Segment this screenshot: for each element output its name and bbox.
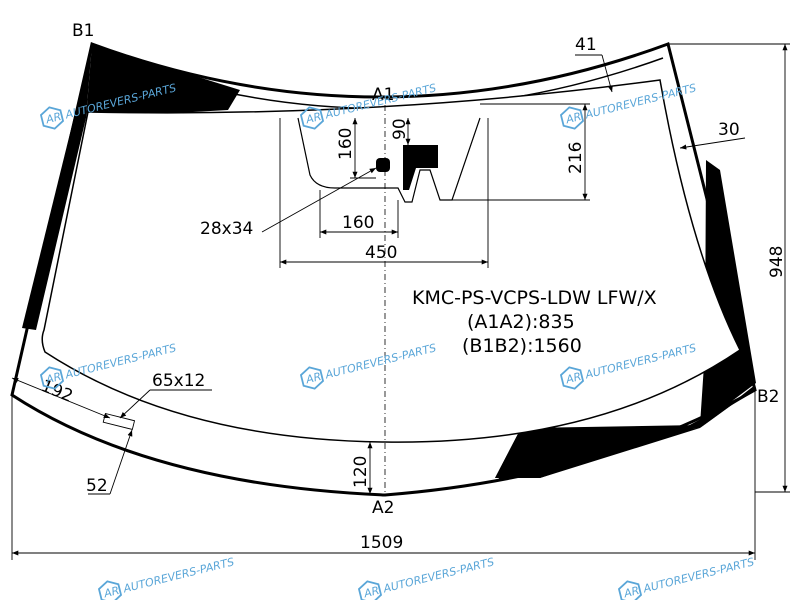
watermark-badge-text: AR [304, 110, 323, 127]
watermark-badge-text: AR [564, 110, 583, 127]
dim-1509: 1509 [360, 533, 403, 553]
dim-41: 41 [575, 35, 597, 55]
glass-outline [10, 42, 757, 497]
watermark-badge-icon [559, 106, 585, 130]
watermark-badge-text: AR [102, 584, 121, 600]
dim-120: 120 [351, 456, 371, 488]
part-code: KMC-PS-VCPS-LDW LFW/X [412, 287, 657, 309]
label-b1: B1 [72, 21, 94, 41]
watermark-badge-icon [97, 580, 123, 600]
dim-65x12: 65x12 [152, 371, 205, 391]
sensor-area [297, 117, 481, 203]
label-a2: A2 [372, 498, 394, 518]
dim-28x34: 28x34 [200, 219, 253, 239]
dim-52: 52 [86, 476, 108, 496]
dim-450: 450 [365, 243, 397, 263]
watermark-badge-text: AR [622, 584, 641, 600]
watermark-badge-icon [559, 366, 585, 390]
dim-90: 90 [390, 118, 410, 140]
dim-216: 216 [566, 142, 586, 174]
watermark-badge-icon [617, 580, 643, 600]
dim-160-vertical: 160 [336, 128, 356, 160]
a1a2-value: (A1A2):835 [467, 311, 575, 333]
watermark-badge-text: AR [362, 584, 381, 600]
watermark-badge-icon [39, 106, 65, 130]
dimension-lines [11, 43, 790, 560]
b1b2-value: (B1B2):1560 [462, 335, 582, 357]
watermark-badge-text: AR [44, 110, 63, 127]
watermark-badge-icon [299, 366, 325, 390]
watermark-badge-text: AR [304, 370, 323, 387]
label-b2: B2 [757, 387, 779, 407]
watermark-badge-icon [39, 366, 65, 390]
camera-bracket [403, 145, 438, 190]
dim-160-horizontal: 160 [342, 213, 374, 233]
dim-948: 948 [767, 246, 787, 278]
watermark-badge-text: AR [564, 370, 583, 387]
watermark-text: AUTOREVERS-PARTS [381, 555, 495, 595]
rain-sensor [376, 158, 390, 172]
watermark-badge-icon [357, 580, 383, 600]
dim-30: 30 [718, 120, 740, 140]
label-a1: A1 [372, 85, 394, 105]
watermark-text: AUTOREVERS-PARTS [641, 555, 755, 595]
watermark-text: AUTOREVERS-PARTS [121, 555, 235, 595]
watermark-badge-text: AR [44, 370, 63, 387]
watermark-badge-icon [299, 106, 325, 130]
